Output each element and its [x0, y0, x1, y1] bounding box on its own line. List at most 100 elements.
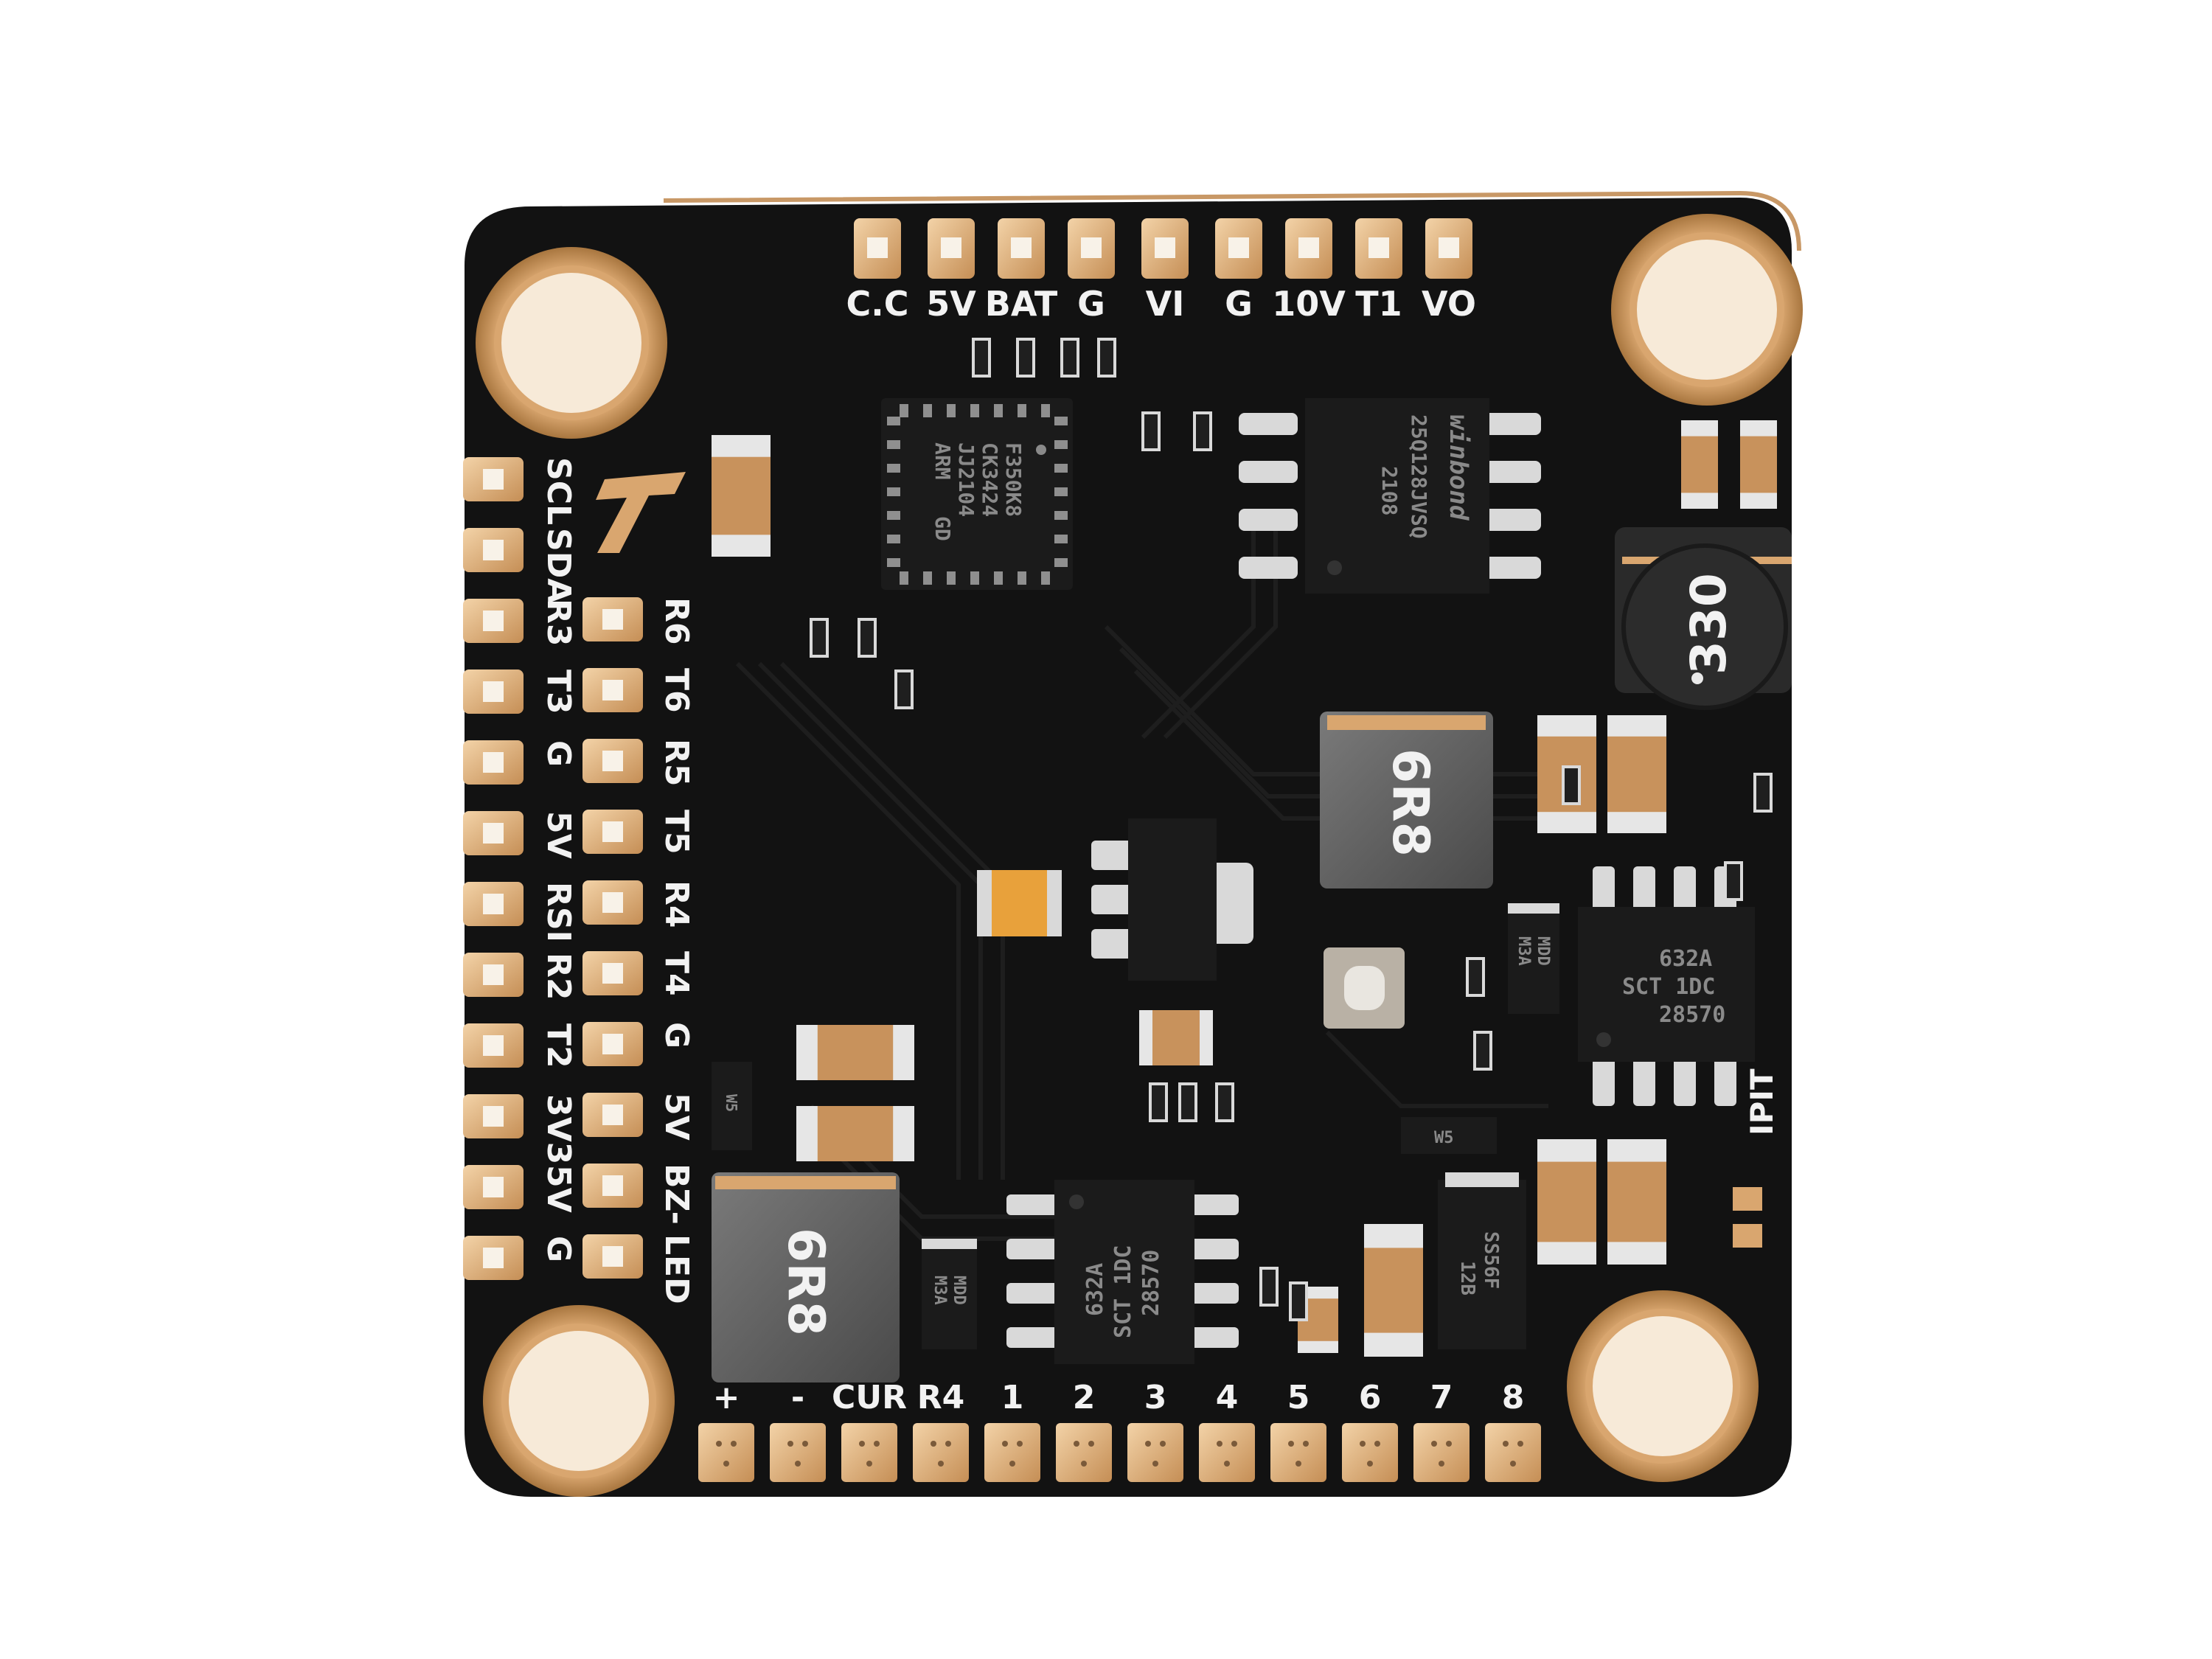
bottom-pad: [1413, 1423, 1470, 1482]
capacitor: [1607, 715, 1666, 833]
left-inner-label: R4: [658, 880, 695, 928]
capacitor: [1364, 1224, 1423, 1357]
inductor-6r8-left-label: 6R8: [776, 1228, 835, 1336]
smd-component: [972, 338, 991, 378]
left-inner-pad: [582, 1164, 643, 1208]
left-outer-label: R2: [540, 953, 577, 1001]
side-label: IPIT: [1744, 1068, 1780, 1135]
left-outer-pad: [463, 953, 524, 997]
capacitor: [712, 435, 771, 557]
left-inner-label: BZ-: [658, 1164, 695, 1225]
left-outer-pad: [463, 882, 524, 926]
bottom-pad-label: 6: [1359, 1379, 1382, 1416]
small-diode-left: W5: [712, 1062, 752, 1150]
left-inner-pad: [582, 951, 643, 995]
left-outer-pad: [463, 457, 524, 501]
bottom-pad-label: 2: [1073, 1379, 1096, 1416]
regulator-bottom-line-1: 632A: [1082, 1263, 1108, 1316]
sot223-regulator: [1091, 818, 1253, 981]
mounting-hole: [476, 247, 667, 439]
inductor-330: 330: [1615, 527, 1792, 710]
left-inner-pad: [582, 668, 643, 712]
diode-bottom-line-2: M3A: [931, 1276, 949, 1305]
regulator-chip-right: 632A SCT 1DC 28570: [1578, 866, 1755, 1106]
top-pad: [1141, 218, 1189, 279]
left-outer-pad: [463, 740, 524, 785]
top-pad: [1215, 218, 1262, 279]
tantalum-capacitor: [977, 870, 1062, 936]
left-outer-pad: [463, 1165, 524, 1209]
left-inner-pad: [582, 1022, 643, 1066]
smd-component: [1141, 411, 1161, 451]
smd-component: [894, 669, 914, 709]
smd-component: [1259, 1267, 1279, 1307]
smd-component: [1215, 1082, 1234, 1122]
left-inner-label: R5: [658, 739, 695, 787]
t-motor-logo-icon: [596, 472, 686, 553]
baro-sensor: [1324, 947, 1405, 1029]
mounting-hole: [1611, 214, 1803, 406]
smd-component: [1016, 338, 1035, 378]
left-inner-label: R6: [658, 597, 695, 645]
bottom-pad-label: +: [713, 1379, 740, 1416]
bottom-pad-label: 1: [1001, 1379, 1024, 1416]
bottom-pad: [1270, 1423, 1326, 1482]
bottom-pad: [1342, 1423, 1398, 1482]
capacitor: [796, 1106, 914, 1161]
bottom-pad-row: [698, 1423, 1541, 1482]
bottom-pad-label: -: [791, 1379, 804, 1416]
left-outer-pad: [463, 599, 524, 643]
left-outer-pad: [463, 669, 524, 714]
top-pad: [854, 218, 901, 279]
inductor-6r8-left: 6R8: [712, 1172, 900, 1382]
flash-date: 2108: [1377, 466, 1402, 515]
mounting-hole: [1567, 1290, 1759, 1482]
left-outer-label: T3: [540, 669, 577, 714]
top-pad-label: 5V: [926, 284, 976, 324]
bottom-pad: [1199, 1423, 1255, 1482]
bottom-pad-label: 8: [1502, 1379, 1525, 1416]
left-inner-pad: [582, 597, 643, 641]
mcu-chip: F350K8 CK3424 JJ2104 ARM GD: [881, 398, 1073, 590]
inductor-6r8-right-label: 6R8: [1381, 748, 1439, 857]
bottom-pad-label: 5: [1287, 1379, 1310, 1416]
top-pad-label: VO: [1422, 284, 1476, 324]
left-outer-pad: [463, 811, 524, 855]
left-outer-label: T2: [540, 1023, 577, 1068]
capacitor: [796, 1025, 914, 1080]
left-inner-label: T6: [658, 668, 695, 713]
bottom-pad: [1127, 1423, 1183, 1482]
smd-component: [1149, 1082, 1168, 1122]
smd-component: [1562, 765, 1581, 805]
smd-component: [1466, 957, 1485, 997]
bottom-pad: [698, 1423, 754, 1482]
mcu-line-5: GD: [931, 516, 955, 541]
left-outer-label: G: [540, 1236, 577, 1262]
left-outer-label: 5V: [540, 811, 577, 859]
top-pad-row: [854, 218, 1472, 279]
left-inner-label: 5V: [658, 1093, 695, 1141]
left-outer-pad: [463, 1023, 524, 1068]
side-pads: [1733, 1187, 1762, 1248]
left-outer-label: 5V: [540, 1165, 577, 1213]
left-outer-label: 3V3: [540, 1094, 577, 1164]
left-inner-pad: [582, 880, 643, 925]
smd-component: [1060, 338, 1079, 378]
mcu-line-4: ARM: [931, 442, 955, 480]
bottom-pad-label: 4: [1216, 1379, 1239, 1416]
left-inner-pad: [582, 1234, 643, 1279]
bottom-pad-label: 3: [1144, 1379, 1167, 1416]
smd-component: [1193, 411, 1212, 451]
left-inner-pad: [582, 739, 643, 783]
smd-component: [1289, 1281, 1308, 1321]
inductor-6r8-right: 6R8: [1320, 712, 1493, 888]
bottom-pad: [770, 1423, 826, 1482]
regulator-bottom-line-3: 28570: [1138, 1250, 1164, 1316]
smd-component: [1178, 1082, 1197, 1122]
capacitor: [1681, 420, 1718, 509]
left-inner-label: LED: [658, 1234, 695, 1304]
diode-right: MDD M3A: [1508, 903, 1559, 1014]
